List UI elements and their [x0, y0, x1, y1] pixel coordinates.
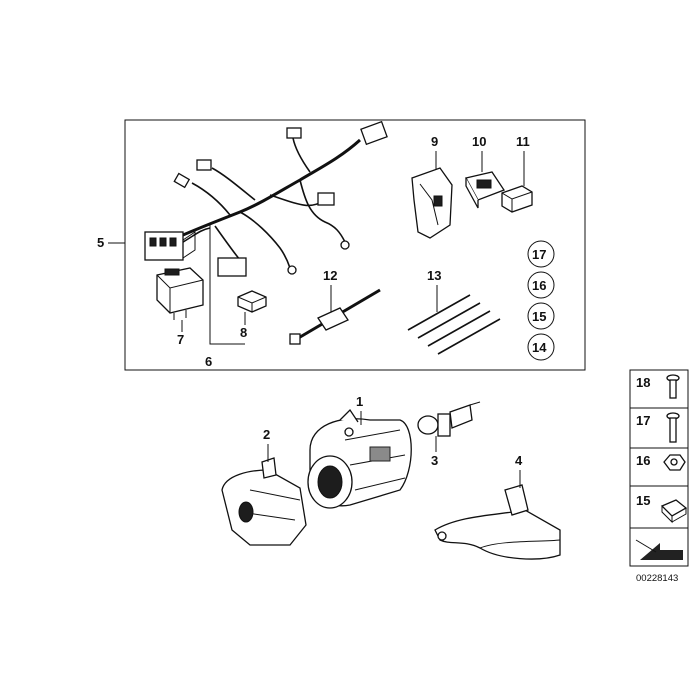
bracket-part-2[interactable]	[221, 457, 307, 546]
circled-17[interactable]: 17	[527, 240, 555, 268]
legend-15[interactable]: 15	[636, 493, 650, 508]
label-7[interactable]: 7	[177, 332, 184, 347]
diagram-number: 00228143	[636, 573, 678, 584]
label-6[interactable]: 6	[205, 354, 212, 369]
label-1[interactable]: 1	[356, 394, 363, 409]
nut-icon	[663, 454, 686, 471]
label-9[interactable]: 9	[431, 134, 438, 149]
legend-18[interactable]: 18	[636, 375, 650, 390]
legend-16[interactable]: 16	[636, 453, 650, 468]
svg-text:16: 16	[532, 278, 546, 293]
fog-light-part-1[interactable]	[307, 408, 412, 509]
mount-arm-part-4[interactable]	[434, 484, 561, 560]
bolt-icon	[666, 412, 680, 443]
fastener-legend: 18 17 16 15	[629, 369, 689, 567]
label-4[interactable]: 4	[515, 453, 523, 468]
cable-clip-part-12[interactable]	[289, 288, 381, 345]
switch-part-10[interactable]	[465, 171, 505, 209]
circled-15[interactable]: 15	[527, 302, 555, 330]
label-3[interactable]: 3	[431, 453, 438, 468]
arrow-icon	[635, 539, 683, 560]
legend-17[interactable]: 17	[636, 413, 650, 428]
cap-part-11[interactable]	[501, 185, 533, 213]
holder-part-9[interactable]	[411, 167, 453, 239]
label-2[interactable]: 2	[263, 427, 270, 442]
cable-ties-part-13[interactable]	[407, 294, 501, 355]
label-12[interactable]: 12	[323, 268, 337, 283]
label-11[interactable]: 11	[516, 134, 530, 149]
wiring-harness[interactable]	[144, 120, 388, 277]
relay-part-7[interactable]	[156, 267, 204, 320]
svg-text:17: 17	[532, 247, 546, 262]
label-5[interactable]: 5	[97, 235, 104, 250]
svg-text:14: 14	[532, 340, 547, 355]
circled-16[interactable]: 16	[527, 271, 555, 299]
fuse-part-8[interactable]	[237, 290, 267, 313]
clip-nut-icon	[660, 499, 688, 524]
bulb-part-3[interactable]	[417, 401, 481, 437]
label-13[interactable]: 13	[427, 268, 441, 283]
label-10[interactable]: 10	[472, 134, 486, 149]
svg-text:15: 15	[532, 309, 546, 324]
label-8[interactable]: 8	[240, 325, 247, 340]
screw-icon	[666, 374, 680, 399]
circled-14[interactable]: 14	[527, 333, 555, 361]
kit-frame	[124, 119, 586, 371]
